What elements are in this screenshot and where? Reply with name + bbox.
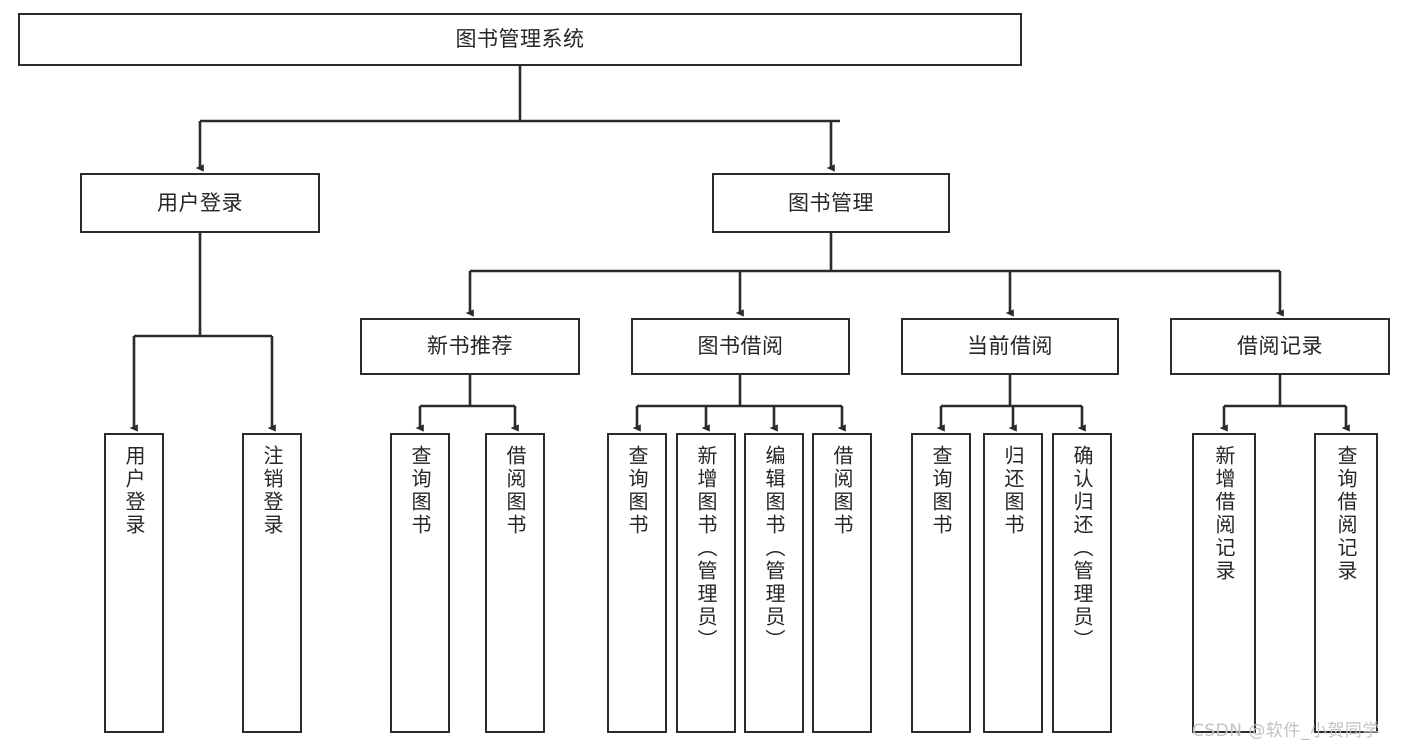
node-book-manage[interactable]: 图书管理	[712, 173, 950, 233]
node-root[interactable]: 图书管理系统	[18, 13, 1022, 66]
node-leaf-borrow-book-2[interactable]: 借阅图书	[812, 433, 872, 733]
node-leaf-add-book-admin[interactable]: 新增图书（管理员）	[676, 433, 736, 733]
node-leaf-query-book-2[interactable]: 查询图书	[607, 433, 667, 733]
node-leaf-borrow-book-2-label: 借阅图书	[830, 445, 854, 537]
node-leaf-confirm-return-admin-label: 确认归还（管理员）	[1070, 445, 1094, 652]
node-leaf-user-logout[interactable]: 注销登录	[242, 433, 302, 733]
node-current-borrow[interactable]: 当前借阅	[901, 318, 1119, 375]
node-borrow-record-label: 借阅记录	[1237, 334, 1323, 359]
node-leaf-edit-book-admin[interactable]: 编辑图书（管理员）	[744, 433, 804, 733]
node-leaf-add-book-admin-label: 新增图书（管理员）	[694, 445, 718, 652]
node-new-book-recommend[interactable]: 新书推荐	[360, 318, 580, 375]
node-leaf-user-logout-label: 注销登录	[260, 445, 284, 537]
node-leaf-return-book-label: 归还图书	[1001, 445, 1025, 537]
node-leaf-user-login-label: 用户登录	[122, 445, 146, 537]
node-leaf-borrow-book-1-label: 借阅图书	[503, 445, 527, 537]
node-user-login[interactable]: 用户登录	[80, 173, 320, 233]
node-new-book-recommend-label: 新书推荐	[427, 334, 513, 359]
node-leaf-query-borrow-record-label: 查询借阅记录	[1334, 445, 1358, 583]
node-borrow-record[interactable]: 借阅记录	[1170, 318, 1390, 375]
node-book-borrow[interactable]: 图书借阅	[631, 318, 850, 375]
node-leaf-query-borrow-record[interactable]: 查询借阅记录	[1314, 433, 1378, 733]
node-leaf-confirm-return-admin[interactable]: 确认归还（管理员）	[1052, 433, 1112, 733]
node-current-borrow-label: 当前借阅	[967, 334, 1053, 359]
node-user-login-label: 用户登录	[157, 190, 243, 215]
node-leaf-query-book-3[interactable]: 查询图书	[911, 433, 971, 733]
node-leaf-query-book-1-label: 查询图书	[408, 445, 432, 537]
node-root-label: 图书管理系统	[455, 27, 585, 52]
node-book-borrow-label: 图书借阅	[697, 334, 784, 359]
node-book-manage-label: 图书管理	[788, 190, 874, 215]
node-leaf-edit-book-admin-label: 编辑图书（管理员）	[762, 445, 786, 652]
node-leaf-query-book-2-label: 查询图书	[625, 445, 649, 537]
node-leaf-borrow-book-1[interactable]: 借阅图书	[485, 433, 545, 733]
node-leaf-user-login[interactable]: 用户登录	[104, 433, 164, 733]
node-leaf-add-borrow-record-label: 新增借阅记录	[1212, 445, 1236, 583]
node-leaf-add-borrow-record[interactable]: 新增借阅记录	[1192, 433, 1256, 733]
csdn-watermark: CSDN @软件_小贺同学	[1192, 721, 1380, 741]
node-leaf-query-book-3-label: 查询图书	[929, 445, 953, 537]
node-leaf-query-book-1[interactable]: 查询图书	[390, 433, 450, 733]
node-leaf-return-book[interactable]: 归还图书	[983, 433, 1043, 733]
